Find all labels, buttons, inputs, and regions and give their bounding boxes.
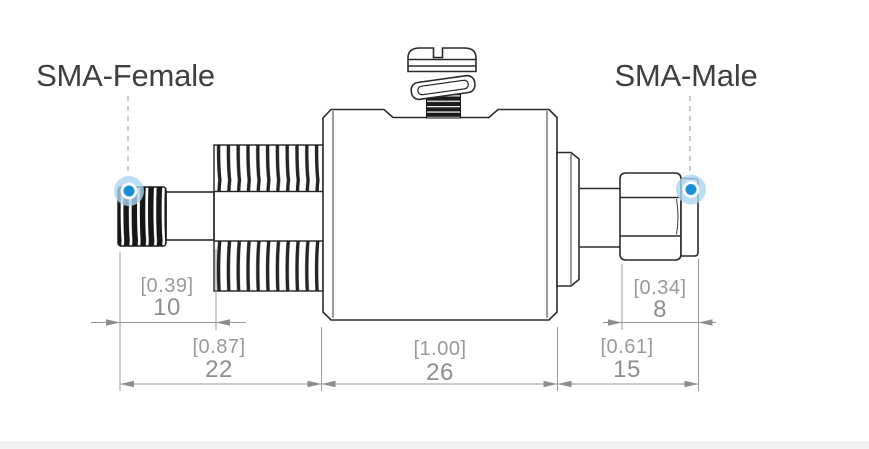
dimension-extension-lines (119, 249, 699, 391)
dim-male-side-inches: [0.61] (600, 336, 653, 358)
dim-female-interface-mm: 10 (153, 294, 181, 321)
dim-female-thread-mm: 22 (205, 356, 233, 383)
dimension-female-thread: [0.87] 22 (120, 336, 322, 388)
footer-bar (0, 442, 869, 449)
dim-male-side-mm: 15 (613, 356, 641, 383)
dim-male-nut-mm: 8 (653, 296, 667, 323)
sma-male-connector (556, 151, 699, 287)
dimension-male-nut: [0.34] 8 (603, 277, 716, 326)
male-hotspot-marker[interactable] (676, 174, 706, 205)
sma-female-connector (117, 144, 324, 292)
label-sma-female: SMA-Female (36, 58, 215, 93)
female-hotspot-marker[interactable] (114, 176, 144, 206)
dimension-male-side: [0.61] 15 (557, 336, 699, 388)
dim-female-interface-inches: [0.39] (140, 275, 193, 297)
dim-body-mm: 26 (426, 359, 454, 386)
set-screw (407, 47, 477, 119)
lock-washer (410, 74, 476, 101)
dim-female-thread-inches: [0.87] (192, 336, 245, 358)
dim-male-nut-inches: [0.34] (633, 277, 686, 299)
female-mount-thread-top (213, 144, 324, 193)
label-sma-male: SMA-Male (614, 58, 757, 93)
male-hex-facet-arc (676, 198, 679, 235)
female-barrel (165, 191, 215, 241)
male-hotspot-dot-icon (685, 184, 697, 195)
dimension-female-interface: [0.39] 10 (91, 275, 246, 326)
dimension-body: [1.00] 26 (321, 338, 558, 388)
female-mount-thread-bottom (213, 240, 324, 292)
female-hotspot-dot-icon (123, 185, 135, 197)
male-flange (556, 151, 580, 287)
body-outline (322, 108, 558, 321)
dim-body-inches: [1.00] (413, 338, 466, 360)
adapter-body (322, 108, 558, 321)
male-hex-nut (619, 172, 682, 261)
